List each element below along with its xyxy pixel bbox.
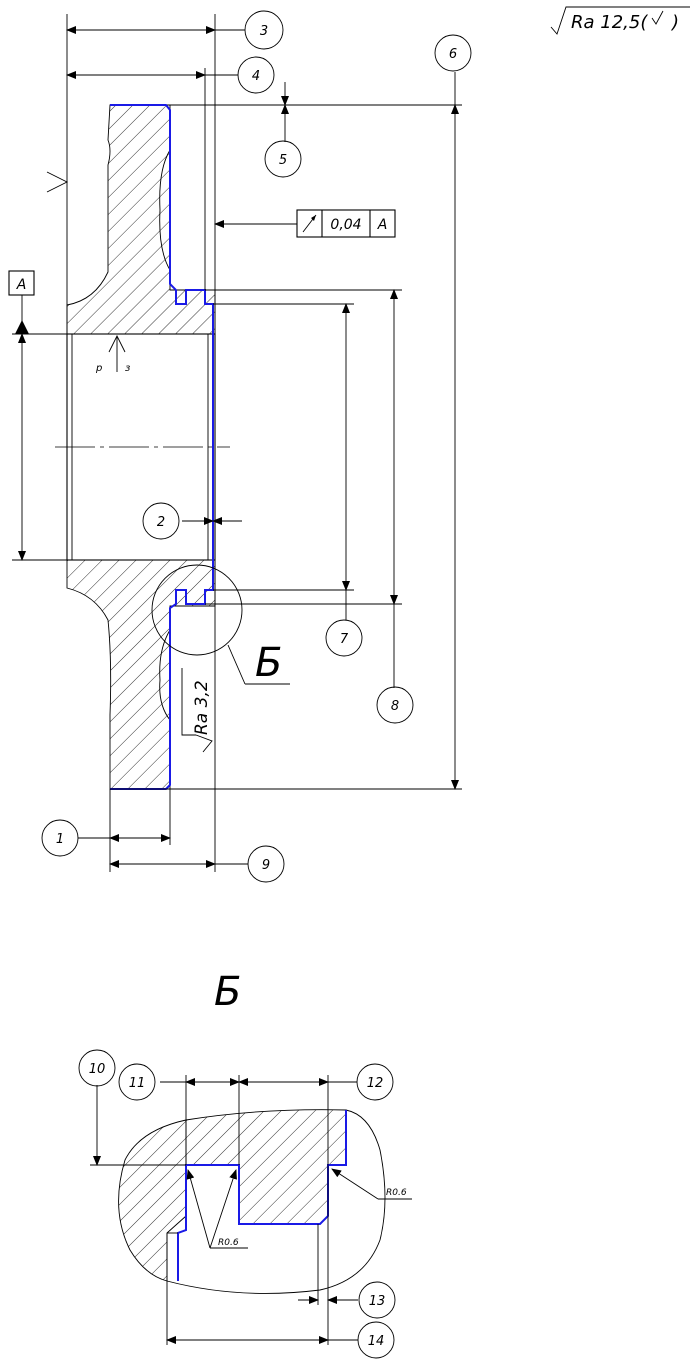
balloon-12: 12: [356, 1063, 394, 1101]
bore-surface-mark: p з: [95, 334, 130, 374]
detail-break-outline: [166, 1109, 386, 1294]
balloon-5: 5: [264, 140, 302, 178]
balloon-10: 10: [78, 1049, 116, 1087]
detail-callout: Б: [151, 564, 290, 686]
local-roughness: Ra 3,2: [181, 668, 213, 753]
upper-pocket: [159, 149, 171, 271]
svg-text:12: 12: [367, 1076, 384, 1091]
svg-text:5: 5: [279, 153, 287, 168]
balloon-6: 6: [434, 34, 472, 72]
balloons: 1 2 3 4 5 6 7 8 9 10 11 12 13 14: [41, 10, 472, 1359]
balloon-13: 13: [358, 1281, 396, 1319]
local-roughness-value: Ra 3,2: [192, 680, 212, 735]
balloon-4: 4: [237, 56, 275, 94]
balloon-14: 14: [357, 1321, 395, 1359]
svg-text:2: 2: [157, 515, 165, 530]
datum-a-frame: [8, 270, 35, 296]
svg-text:9: 9: [262, 858, 270, 873]
svg-text:3: 3: [260, 24, 268, 39]
balloon-8: 8: [376, 686, 414, 724]
mark-p: p: [95, 363, 102, 374]
radius-label-left: R0.6: [218, 1238, 239, 1248]
svg-text:11: 11: [129, 1076, 146, 1091]
general-roughness-value: Ra 12,5(: [571, 12, 648, 33]
balloon-3: 3: [244, 10, 284, 50]
datum-a-label: A: [16, 277, 27, 293]
svg-text:1: 1: [56, 832, 64, 847]
detail-hatch-top: [185, 1109, 347, 1225]
mark-z: з: [125, 363, 130, 374]
general-roughness-suffix: ): [670, 12, 679, 33]
balloon-7: 7: [325, 619, 363, 657]
dimension-lines-main: [12, 14, 462, 872]
detail-machined-profile: [177, 1110, 347, 1281]
svg-text:13: 13: [369, 1294, 386, 1309]
roughness-symbol-icon: [550, 6, 690, 35]
datum-triangle-icon: [15, 320, 29, 334]
detail-title: Б: [214, 969, 241, 1015]
detail-hatch-left: [118, 1119, 187, 1282]
svg-text:10: 10: [89, 1062, 106, 1077]
balloon-2: 2: [142, 502, 180, 540]
runout-datum-label: A: [377, 217, 388, 233]
lower-pocket: [159, 629, 171, 721]
svg-text:8: 8: [391, 699, 399, 714]
svg-text:4: 4: [252, 69, 260, 84]
general-roughness: Ra 12,5( ): [550, 6, 690, 35]
svg-text:14: 14: [368, 1334, 385, 1349]
balloon-1: 1: [41, 819, 79, 857]
surface-mark-triangle-icon: [46, 171, 69, 193]
runout-tolerance-value: 0,04: [330, 217, 361, 233]
balloon-9: 9: [247, 845, 285, 883]
svg-text:7: 7: [340, 632, 349, 647]
lower-flange-hatch: [66, 559, 216, 790]
roughness-check-icon: [651, 10, 664, 25]
runout-tolerance-frame: 0,04 A: [296, 209, 396, 238]
radius-label-right: R0.6: [386, 1188, 407, 1198]
runout-arrow-icon: [302, 214, 317, 233]
svg-text:6: 6: [449, 47, 457, 62]
balloon-11: 11: [118, 1063, 156, 1101]
upper-flange-hatch: [66, 104, 216, 335]
detail-circle: [151, 564, 243, 656]
datum-a: A: [8, 270, 35, 334]
detail-callout-letter: Б: [255, 640, 282, 686]
detail-view: R0.6 R0.6: [90, 1075, 412, 1345]
